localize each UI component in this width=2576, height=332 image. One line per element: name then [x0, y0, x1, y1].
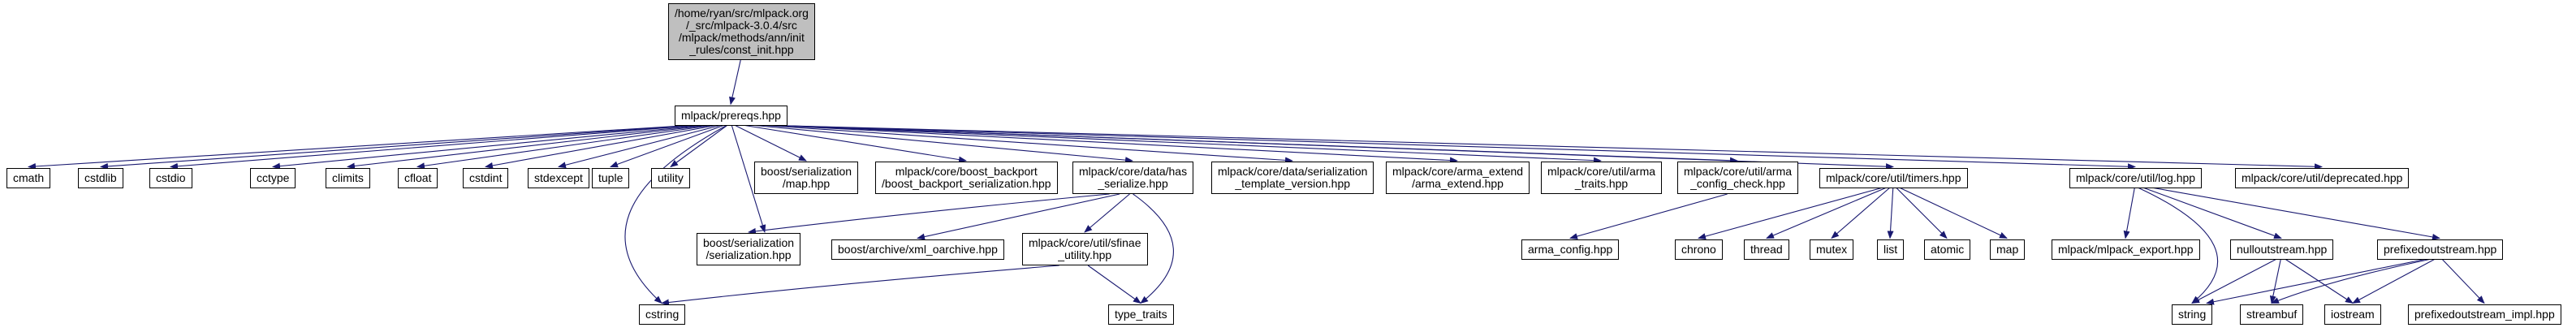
graph-edge-prereqs--cstring	[624, 125, 727, 304]
graph-node-cstdint: cstdint	[463, 168, 509, 188]
graph-edge-prefixedoutstream--string	[2206, 258, 2425, 305]
graph-node-mlpack_export[interactable]: mlpack/mlpack_export.hpp	[2052, 239, 2200, 260]
graph-node-xml_oarchive: boost/archive/xml_oarchive.hpp	[831, 239, 1004, 260]
graph-edge-prereqs--arma_traits	[775, 124, 1602, 164]
graph-edge-log--mlpack_export	[2123, 188, 2135, 239]
graph-node-chrono: chrono	[1675, 239, 1723, 260]
graph-edge-prereqs--climits	[347, 124, 708, 170]
graph-node-cstdlib: cstdlib	[78, 168, 123, 188]
graph-node-list: list	[1877, 239, 1905, 260]
graph-edge-prereqs--utility	[670, 125, 727, 168]
graph-node-cctype: cctype	[250, 168, 296, 188]
graph-node-tuple: tuple	[592, 168, 630, 188]
graph-node-arma_config_check[interactable]: mlpack/core/util/arma _config_check.hpp	[1677, 162, 1799, 194]
graph-edge-log--string	[2138, 188, 2219, 304]
graph-node-prefixedoutstream[interactable]: prefixedoutstream.hpp	[2377, 239, 2504, 260]
graph-node-map_hpp: boost/serialization /map.hpp	[754, 162, 859, 194]
graph-edge-has_serialize--serialization_hpp	[748, 193, 1110, 235]
graph-node-log[interactable]: mlpack/core/util/log.hpp	[2069, 168, 2203, 188]
graph-edge-nulloutstream--string	[2191, 259, 2276, 304]
graph-node-deprecated[interactable]: mlpack/core/util/deprecated.hpp	[2235, 168, 2410, 188]
graph-node-streambuf: streambuf	[2240, 304, 2304, 325]
graph-node-serialization_hpp: boost/serialization /serialization.hpp	[697, 233, 801, 265]
graph-edge-prereqs--map_hpp	[735, 125, 807, 162]
graph-node-sfinae_utility[interactable]: mlpack/core/util/sfinae _utility.hpp	[1022, 233, 1148, 265]
graph-edge-timers--chrono	[1698, 187, 1882, 239]
graph-edge-prefixedoutstream--prefixedoutstream_impl	[2441, 259, 2485, 304]
graph-node-prefixedoutstream_impl[interactable]: prefixedoutstream_impl.hpp	[2408, 304, 2561, 325]
graph-node-utility: utility	[651, 168, 690, 188]
graph-edge-prereqs--log	[775, 124, 2136, 170]
graph-edge-arma_config_check--arma_config	[1569, 193, 1728, 239]
graph-node-prereqs[interactable]: mlpack/prereqs.hpp	[675, 106, 787, 126]
graph-node-climits: climits	[326, 168, 370, 188]
graph-edge-prereqs--stdexcept	[558, 124, 721, 169]
graph-edge-nulloutstream--streambuf	[2269, 259, 2281, 304]
graph-node-type_traits: type_traits	[1108, 304, 1174, 325]
graph-edge-prereqs--cmath	[28, 124, 689, 170]
graph-edge-prereqs--cstdio	[170, 124, 697, 170]
graph-node-cfloat: cfloat	[398, 168, 438, 188]
graph-node-map: map	[1990, 239, 2026, 260]
graph-node-arma_traits[interactable]: mlpack/core/util/arma _traits.hpp	[1541, 162, 1663, 194]
graph-edge-prereqs--cctype	[272, 124, 704, 170]
graph-edge-prereqs--cstdint	[485, 124, 716, 169]
graph-node-nulloutstream[interactable]: nulloutstream.hpp	[2230, 239, 2334, 260]
graph-node-string: string	[2172, 304, 2213, 325]
graph-node-atomic: atomic	[1924, 239, 1971, 260]
graph-node-cstring: cstring	[639, 304, 686, 325]
graph-edge-timers--mutex	[1831, 188, 1890, 239]
graph-edge-log--nulloutstream	[2143, 187, 2282, 239]
graph-node-thread: thread	[1744, 239, 1789, 260]
graph-node-has_serialize[interactable]: mlpack/core/data/has _serialize.hpp	[1072, 162, 1194, 194]
graph-edge-prereqs--arma_extend	[774, 124, 1458, 164]
graph-edge-timers--thread	[1766, 187, 1886, 239]
graph-edge-prereqs--tuple	[610, 124, 724, 168]
graph-edge-prereqs--boost_backport	[744, 124, 967, 163]
graph-node-boost_backport[interactable]: mlpack/core/boost_backport /boost_backpo…	[875, 162, 1058, 194]
graph-edge-timers--atomic	[1896, 188, 1948, 239]
graph-edge-has_serialize--sfinae_utility	[1084, 193, 1130, 233]
graph-edge-const_init--prereqs	[729, 59, 741, 106]
graph-edge-has_serialize--xml_oarchive	[917, 193, 1120, 240]
graph-edge-prereqs--cstdlib	[100, 124, 693, 170]
graph-edge-prereqs--timers	[775, 124, 1894, 170]
graph-edge-sfinae_utility--type_traits	[1087, 265, 1141, 304]
graph-node-timers[interactable]: mlpack/core/util/timers.hpp	[1819, 168, 1968, 188]
graph-node-const_init: /home/ryan/src/mlpack.org /_src/mlpack-3…	[668, 3, 815, 60]
graph-edge-prereqs--has_serialize	[754, 124, 1133, 164]
graph-edge-prefixedoutstream--iostream	[2352, 259, 2435, 304]
graph-node-arma_extend[interactable]: mlpack/core/arma_extend /arma_extend.hpp	[1386, 162, 1530, 194]
graph-node-ser_tmpl_ver[interactable]: mlpack/core/data/serialization _template…	[1211, 162, 1374, 194]
graph-edge-prereqs--serialization_hpp	[731, 125, 766, 233]
graph-node-cstdio: cstdio	[149, 168, 192, 188]
graph-edge-log--prefixedoutstream	[2153, 187, 2440, 240]
graph-edge-prereqs--deprecated	[775, 124, 2323, 170]
graph-node-stdexcept: stdexcept	[528, 168, 589, 188]
graph-edge-prefixedoutstream--streambuf	[2271, 258, 2430, 304]
graph-edge-prereqs--cfloat	[416, 124, 712, 170]
graph-edge-timers--list	[1887, 188, 1894, 239]
graph-edge-timers--map	[1900, 188, 2008, 239]
graph-edge-nulloutstream--iostream	[2285, 259, 2354, 304]
graph-node-mutex: mutex	[1810, 239, 1854, 260]
graph-node-cmath: cmath	[6, 168, 51, 188]
graph-node-arma_config[interactable]: arma_config.hpp	[1521, 239, 1620, 260]
graph-edge-sfinae_utility--cstring	[661, 265, 1059, 306]
graph-edge-has_serialize--type_traits	[1133, 193, 1174, 304]
graph-edge-prereqs--ser_tmpl_ver	[764, 124, 1293, 164]
graph-node-iostream: iostream	[2324, 304, 2381, 325]
